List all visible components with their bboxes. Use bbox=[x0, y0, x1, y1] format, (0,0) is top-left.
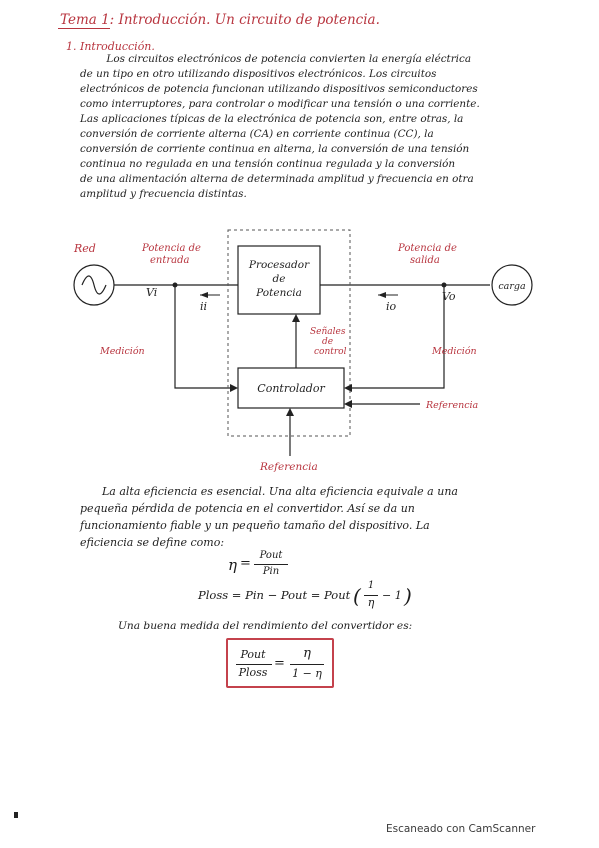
fraction-denominator: Pin bbox=[262, 566, 280, 577]
arrow-feedback-left bbox=[230, 384, 238, 392]
processor-box bbox=[237, 245, 321, 315]
junction-dot bbox=[441, 282, 447, 288]
efficiency-line: La alta eficiencia es esencial. Una alta… bbox=[102, 485, 458, 498]
arrow-feedback-right bbox=[344, 384, 352, 392]
ploss-equation: Ploss = Pin − Pout = Pout bbox=[198, 588, 351, 602]
page-title: Tema 1: Introducción. Un circuito de pot… bbox=[60, 12, 380, 28]
load-circle bbox=[491, 264, 533, 306]
intro-line: conversión de corriente alterna (CA) en … bbox=[80, 128, 434, 140]
box-eta-bar bbox=[290, 664, 324, 665]
intro-line: electrónicos de potencia funcionan utili… bbox=[80, 83, 478, 95]
intro-line: continua no regulada en una tensión cont… bbox=[80, 158, 456, 170]
label-power-in: Potencia de bbox=[141, 243, 201, 254]
eta-symbol: η bbox=[228, 556, 237, 574]
scan-mark bbox=[14, 812, 18, 818]
fraction-numerator: Pout bbox=[259, 550, 283, 561]
arrow-reference-up bbox=[286, 408, 294, 416]
label-meas-right: Medición bbox=[431, 346, 477, 357]
intro-line: conversión de corriente continua en alte… bbox=[80, 143, 470, 155]
label-power-out: salida bbox=[410, 255, 440, 266]
intro-line: Las aplicaciones típicas de la electróni… bbox=[80, 113, 464, 125]
paren-close: ) bbox=[404, 584, 412, 608]
arrow-control-up bbox=[292, 314, 300, 322]
efficiency-line: pequeña pérdida de potencia en el conver… bbox=[80, 502, 415, 515]
label-power-in: entrada bbox=[150, 255, 190, 266]
label-red: Red bbox=[73, 242, 96, 255]
inner-numerator: 1 bbox=[367, 580, 375, 591]
label-reference: Referencia bbox=[259, 461, 318, 473]
intro-line: de un tipo en otro utilizando dispositiv… bbox=[80, 68, 437, 80]
label-power-out: Potencia de bbox=[397, 243, 457, 254]
label-signals: Señales bbox=[310, 327, 346, 337]
label-vi: Vi bbox=[146, 286, 157, 299]
measure-text: Una buena medida del rendimiento del con… bbox=[118, 620, 413, 632]
scanner-footer: Escaneado con CamScanner bbox=[386, 823, 536, 835]
dashed-enclosure bbox=[227, 229, 351, 437]
intro-line: Los circuitos electrónicos de potencia c… bbox=[80, 53, 472, 65]
inner-denominator: η bbox=[367, 596, 375, 609]
label-vo: Vo bbox=[442, 290, 456, 303]
intro-line: de una alimentación alterna de determina… bbox=[80, 173, 474, 185]
box-equals: = bbox=[274, 656, 285, 671]
efficiency-line: funcionamiento fiable y un pequeño tamañ… bbox=[80, 519, 430, 532]
label-ii: ii bbox=[200, 300, 207, 313]
title-underline bbox=[58, 28, 110, 29]
power-converter-diagram: Red Potencia de entrada Vi ii Procesador… bbox=[73, 229, 533, 473]
label-reference-right: Referencia bbox=[425, 400, 479, 411]
fraction-bar bbox=[254, 564, 288, 565]
boxed-formula bbox=[226, 638, 334, 688]
label-signals: control bbox=[314, 347, 347, 357]
paren-open: ( bbox=[353, 584, 361, 608]
box-eta: η bbox=[303, 646, 311, 661]
section-heading: 1. Introducción. bbox=[66, 40, 155, 53]
label-load: carga bbox=[498, 281, 526, 292]
intro-line: amplitud y frecuencia distintas. bbox=[80, 188, 247, 200]
box-eta-denominator: 1 − η bbox=[292, 667, 322, 680]
processor-label: de bbox=[273, 273, 286, 285]
inner-fraction-bar bbox=[364, 595, 378, 596]
label-meas-left: Medición bbox=[99, 346, 145, 357]
box-denominator: Ploss bbox=[238, 666, 268, 679]
arrow-reference-right bbox=[344, 400, 352, 408]
minus-one: − 1 bbox=[382, 589, 402, 602]
box-numerator: Pout bbox=[240, 648, 266, 661]
processor-label: Potencia bbox=[255, 287, 302, 299]
label-io: io bbox=[386, 300, 397, 313]
intro-line: como interruptores, para controlar o mod… bbox=[80, 98, 480, 110]
processor-label: Procesador bbox=[248, 259, 310, 271]
efficiency-line: eficiencia se define como: bbox=[80, 536, 225, 549]
label-signals: de bbox=[322, 337, 333, 347]
sine-wave bbox=[81, 275, 107, 295]
box-fraction-bar bbox=[236, 664, 272, 665]
equals-sign: = bbox=[240, 556, 251, 571]
controller-label: Controlador bbox=[257, 382, 325, 395]
junction-dot bbox=[172, 282, 178, 288]
